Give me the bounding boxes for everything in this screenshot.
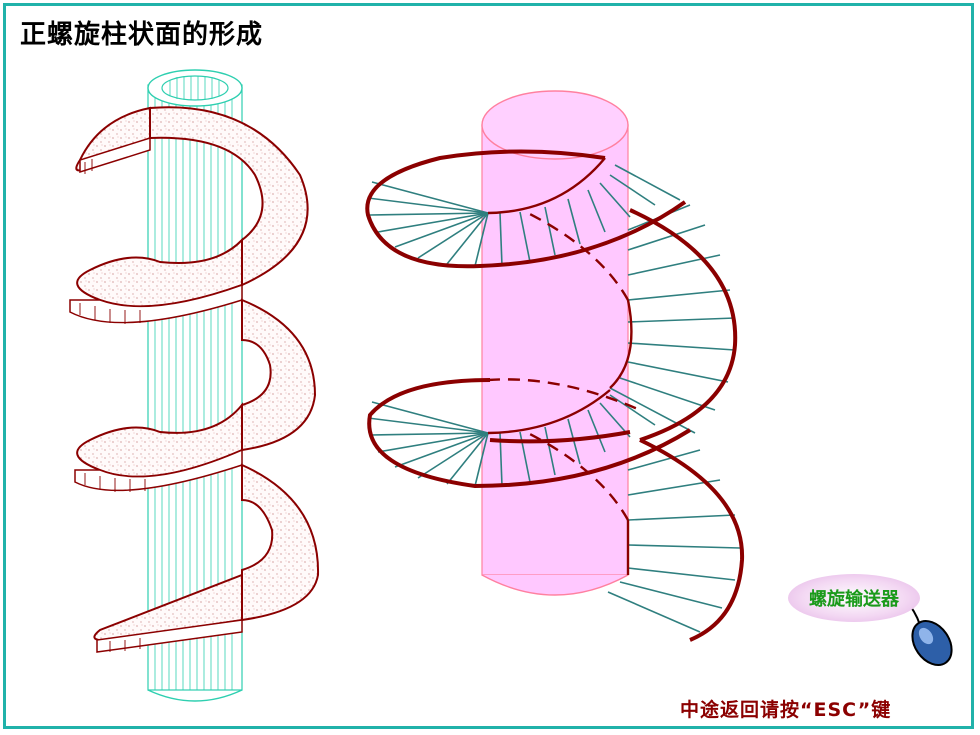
page-title: 正螺旋柱状面的形成 [20,20,264,50]
right-cylinder-top [481,90,629,160]
screw-conveyor-link-button[interactable]: 螺旋输送器 [788,574,920,622]
flight-edge-ticks [79,159,146,652]
right-cylinder [481,124,629,576]
screw-flight-model [69,69,320,702]
cylinder-vertical-lines [154,85,233,690]
outer-helix [365,149,745,642]
mouse-icon [904,599,953,666]
escape-hint: 中途返回请按“ESC”键 [680,699,892,721]
flight-turns [69,106,320,653]
cylinder-top-inner [161,75,229,101]
inner-helix [487,157,641,575]
helicoid-model [365,90,745,642]
